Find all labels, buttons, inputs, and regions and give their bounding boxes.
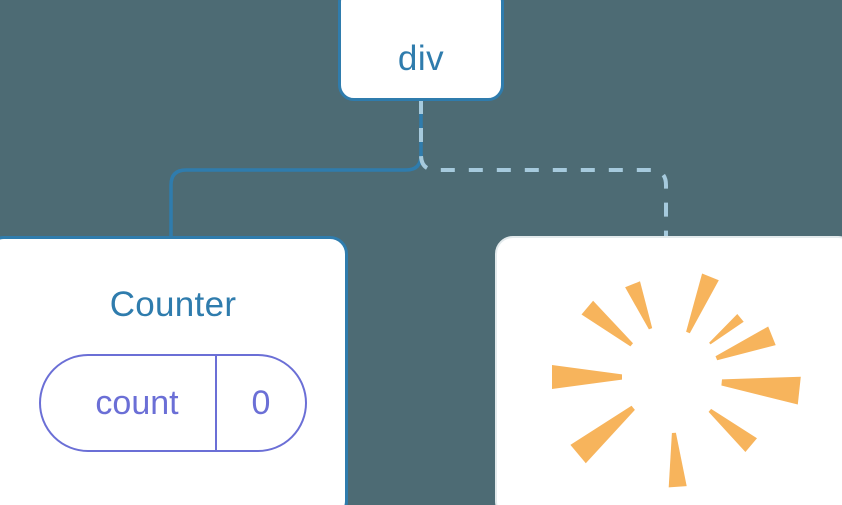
edge-root-to-loading bbox=[419, 100, 668, 238]
state-pill-key-label: count bbox=[95, 384, 179, 422]
ray-nw bbox=[581, 300, 633, 347]
ray-se bbox=[708, 408, 757, 452]
starburst-spinner-icon bbox=[552, 273, 801, 488]
ray-s bbox=[668, 432, 687, 488]
ray-nne bbox=[625, 281, 653, 330]
node-counter[interactable]: Counter count 0 bbox=[0, 236, 348, 505]
node-counter-label: Counter bbox=[109, 285, 237, 324]
node-div[interactable]: div bbox=[338, 0, 504, 101]
state-pill-key: count bbox=[41, 356, 217, 450]
ray-n bbox=[686, 273, 719, 334]
ray-nnw bbox=[709, 314, 744, 345]
ray-ne bbox=[715, 326, 776, 361]
state-pill-count[interactable]: count 0 bbox=[39, 354, 307, 452]
edge-root-to-counter bbox=[169, 98, 423, 240]
node-loading[interactable] bbox=[495, 236, 842, 505]
state-pill-value-label: 0 bbox=[251, 384, 271, 422]
state-pill-value: 0 bbox=[217, 356, 305, 450]
ray-w bbox=[552, 365, 622, 389]
ray-sw bbox=[570, 405, 635, 464]
ray-e bbox=[721, 376, 801, 405]
node-div-label: div bbox=[397, 39, 445, 78]
